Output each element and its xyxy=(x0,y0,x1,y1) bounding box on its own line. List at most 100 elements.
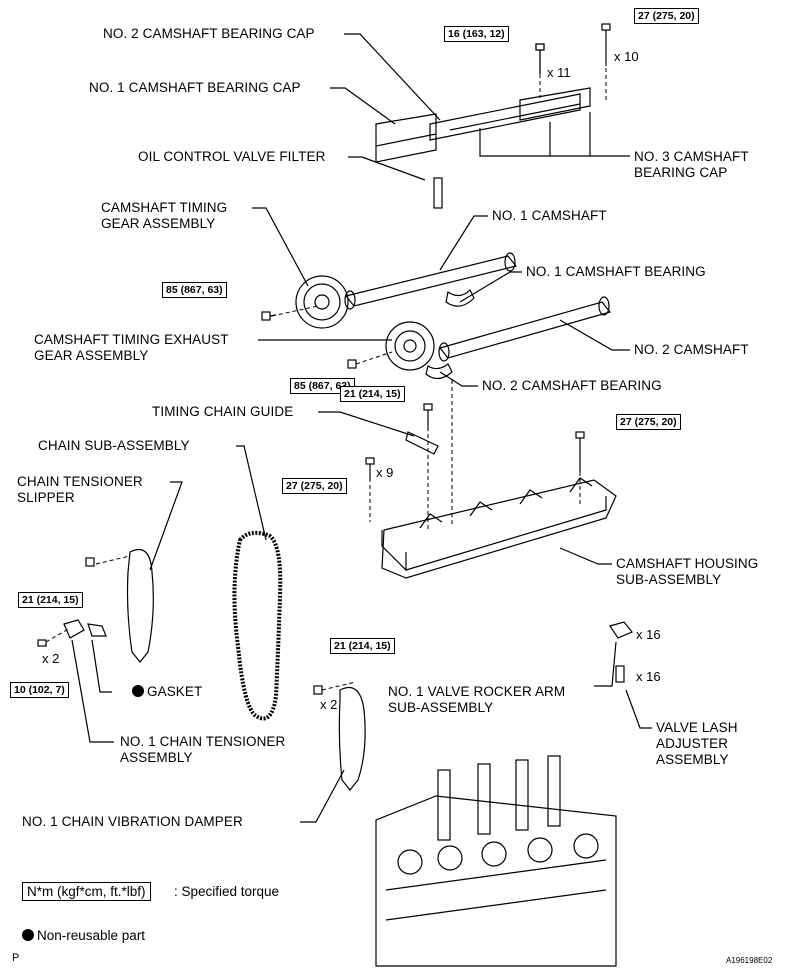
label-line: NO. 1 VALVE ROCKER ARM xyxy=(388,684,566,699)
label-chain-sub-assembly: CHAIN SUB-ASSEMBLY xyxy=(38,438,190,453)
label-line: GASKET xyxy=(147,684,203,699)
torque-box: 16 (163, 12) xyxy=(444,26,509,42)
leader-tensioner-assy xyxy=(71,639,114,743)
quantity-label: x 9 xyxy=(376,465,394,480)
leader-no3-cap xyxy=(479,128,630,157)
label-no2-camshaft-bearing: NO. 2 CAMSHAFT BEARING xyxy=(482,378,662,393)
leader-ocv-filter xyxy=(348,156,426,181)
bolt-10 xyxy=(37,639,47,647)
leader-chain-guide xyxy=(318,411,415,437)
bolt-16 xyxy=(535,43,545,74)
tensioner-assy-art xyxy=(63,619,85,639)
quantity-label: x 2 xyxy=(42,651,60,666)
non-reusable-dot-icon xyxy=(22,929,34,941)
label-line: SLIPPER xyxy=(17,490,75,505)
figure-id: A196198E02 xyxy=(726,956,773,965)
leader-lash xyxy=(625,689,652,729)
label-line: ASSEMBLY xyxy=(656,752,729,767)
label-line: SUB-ASSEMBLY xyxy=(388,700,494,715)
bolt-27-top xyxy=(601,23,611,66)
bolt-27-left xyxy=(365,457,375,480)
label-camshaft-timing-exhaust-gear-assembly: CAMSHAFT TIMING EXHAUST GEAR ASSEMBLY xyxy=(34,332,229,364)
leader-chain-sub xyxy=(236,445,267,541)
leader-no1-bearing xyxy=(459,271,522,303)
label-line: CHAIN TENSIONER xyxy=(17,474,143,489)
leader-gasket xyxy=(91,639,112,693)
chain-guide-art xyxy=(405,431,439,455)
bolt-21-damper xyxy=(313,685,323,695)
chain-art xyxy=(232,530,283,721)
label-line: CAMSHAFT TIMING EXHAUST xyxy=(34,332,229,347)
label-no2-camshaft: NO. 2 CAMSHAFT xyxy=(634,342,749,357)
torque-box: 27 (275, 20) xyxy=(616,414,681,430)
legend-torque-text: : Specified torque xyxy=(174,884,280,899)
label-no1-chain-tensioner-assembly: NO. 1 CHAIN TENSIONER ASSEMBLY xyxy=(120,734,285,766)
leader-housing xyxy=(559,547,612,565)
label-line: ADJUSTER xyxy=(656,736,729,751)
label-timing-chain-guide: TIMING CHAIN GUIDE xyxy=(152,404,294,419)
quantity-label: x 16 xyxy=(636,669,661,684)
quantity-label: x 10 xyxy=(614,49,639,64)
leader-no2-camshaft xyxy=(559,319,630,351)
timing-gear-art xyxy=(295,275,349,329)
label-no1-camshaft-bearing: NO. 1 CAMSHAFT BEARING xyxy=(526,264,706,279)
label-no1-camshaft-bearing-cap: NO. 1 CAMSHAFT BEARING CAP xyxy=(89,80,301,95)
no2-camshaft-art xyxy=(438,296,612,362)
bearing-caps-art xyxy=(375,87,591,163)
torque-box: 27 (275, 20) xyxy=(634,8,699,24)
leader-rocker xyxy=(594,641,617,687)
label-line: VALVE LASH xyxy=(656,720,738,735)
label-valve-lash-adjuster-assembly: VALVE LASH ADJUSTER ASSEMBLY xyxy=(656,720,738,768)
housing-art xyxy=(381,477,617,579)
label-line: ASSEMBLY xyxy=(120,750,193,765)
torque-box: 21 (214, 15) xyxy=(340,386,405,402)
label-line: CAMSHAFT TIMING xyxy=(101,200,228,215)
torque-box: 27 (275, 20) xyxy=(282,478,347,494)
leader-damper xyxy=(300,769,345,823)
label-line: NO. 1 CHAIN TENSIONER xyxy=(120,734,286,749)
gasket-art xyxy=(87,623,107,637)
slipper-art xyxy=(126,548,154,663)
legend-torque-box: N*m (kgf*cm, ft.*lbf) xyxy=(22,882,151,901)
legend-non-reusable: Non-reusable part xyxy=(22,928,145,943)
label-line: BEARING CAP xyxy=(634,165,728,180)
leader-no1-camshaft xyxy=(439,215,488,271)
leader-timing-gear xyxy=(252,207,309,287)
exhaust-gear-art xyxy=(385,321,435,371)
no1-bearing-art xyxy=(445,288,475,307)
label-no3-camshaft-bearing-cap: NO. 3 CAMSHAFT BEARING CAP xyxy=(634,149,749,181)
ocv-filter-art xyxy=(433,177,443,209)
label-no2-camshaft-bearing-cap: NO. 2 CAMSHAFT BEARING CAP xyxy=(103,26,315,41)
bolt-21-guide xyxy=(423,403,433,430)
leader-tensioner-slipper xyxy=(149,481,183,571)
bolt-27-right xyxy=(575,431,585,472)
quantity-label: x 11 xyxy=(547,65,571,80)
leader-no2-cap xyxy=(344,33,441,121)
torque-box: 21 (214, 15) xyxy=(18,592,83,608)
rocker-art xyxy=(609,621,633,639)
bolt-85a xyxy=(261,311,277,321)
label-camshaft-housing-sub-assembly: CAMSHAFT HOUSING SUB-ASSEMBLY xyxy=(616,556,758,588)
quantity-label: x 2 xyxy=(320,697,338,712)
quantity-label: x 16 xyxy=(636,627,661,642)
torque-box: 85 (867, 63) xyxy=(162,282,227,298)
label-oil-control-valve-filter: OIL CONTROL VALVE FILTER xyxy=(138,149,326,164)
label-line: GEAR ASSEMBLY xyxy=(101,216,216,231)
bolt-21-slipper xyxy=(85,557,95,567)
non-reusable-dot-icon xyxy=(132,685,144,697)
label-no1-valve-rocker-arm-sub-assembly: NO. 1 VALVE ROCKER ARM SUB-ASSEMBLY xyxy=(388,684,565,716)
lash-adjuster-art xyxy=(615,665,625,683)
torque-box: 10 (102, 7) xyxy=(10,682,69,698)
damper-art xyxy=(338,686,366,791)
legend-non-reusable-text: Non-reusable part xyxy=(37,928,146,943)
footer-left-mark: P xyxy=(12,952,20,964)
no2-bearing-art xyxy=(425,363,453,380)
bolt-85b xyxy=(347,359,357,369)
no1-camshaft-art xyxy=(344,252,518,310)
leader-no1-cap xyxy=(330,87,396,125)
label-line: NO. 3 CAMSHAFT xyxy=(634,149,749,164)
label-line: CAMSHAFT HOUSING xyxy=(616,556,759,571)
label-gasket: GASKET xyxy=(132,684,202,700)
